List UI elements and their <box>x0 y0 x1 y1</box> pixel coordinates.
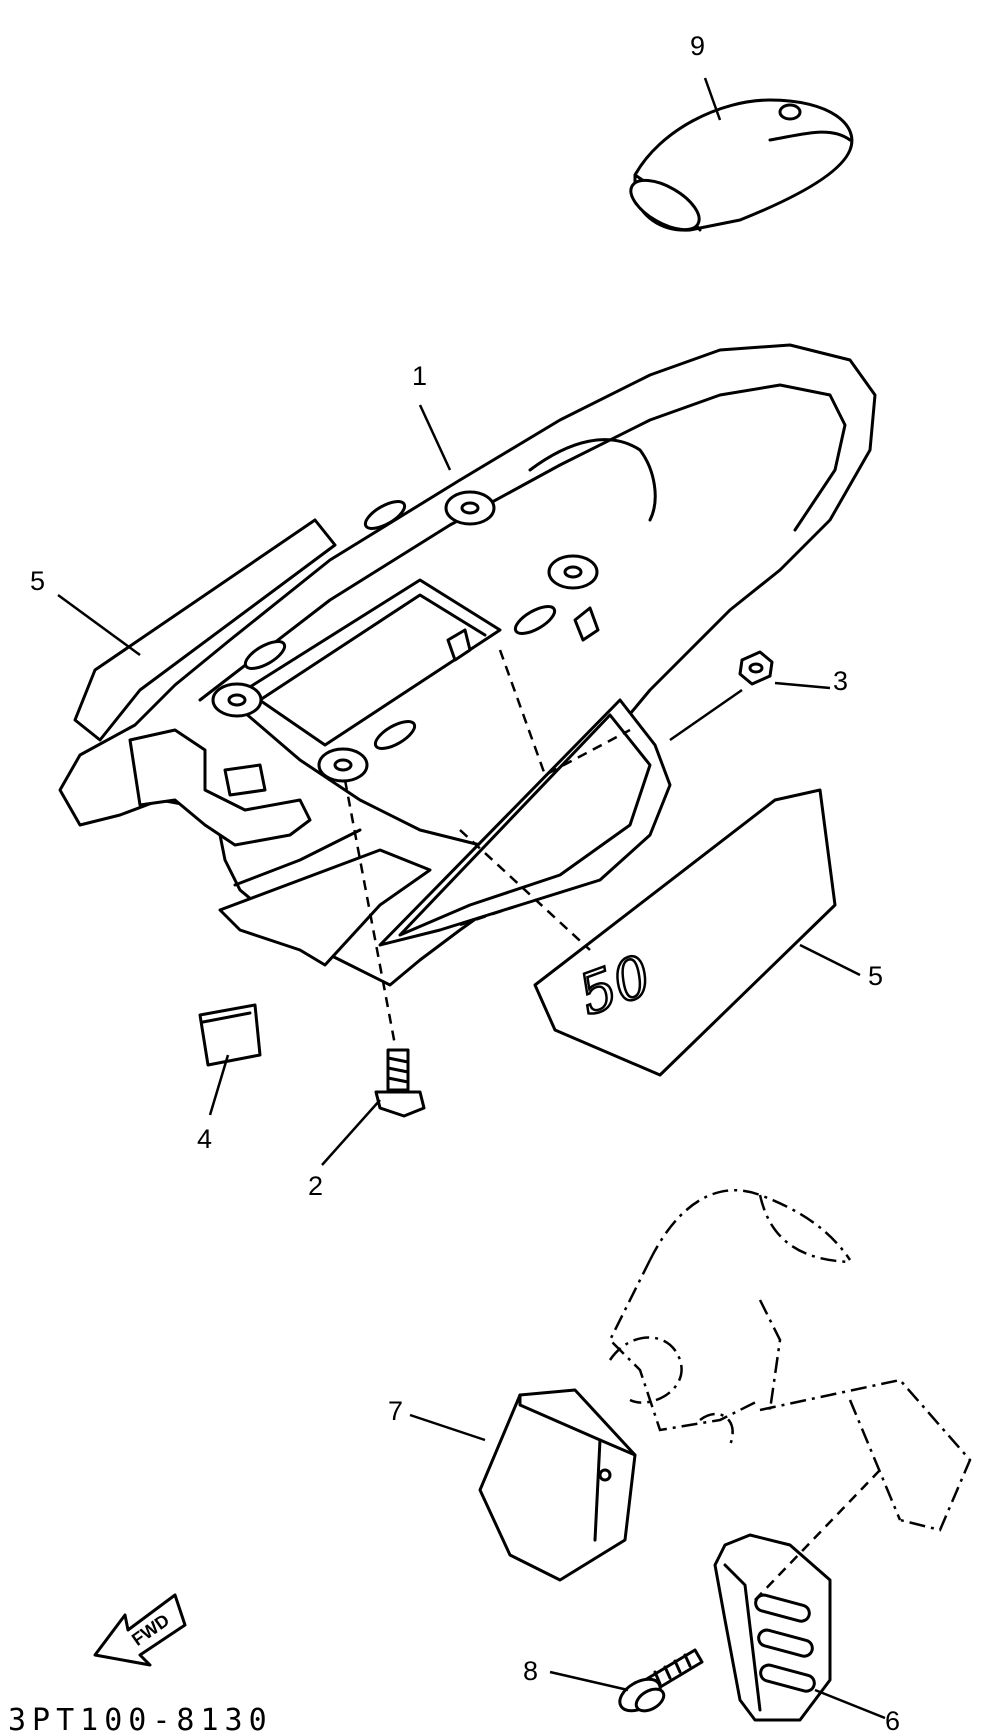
callout-4: 4 <box>197 1124 212 1154</box>
leader-5-left <box>57 593 141 657</box>
callout-5-left: 5 <box>30 566 45 596</box>
assembly-line <box>498 649 631 777</box>
grommet <box>444 490 496 526</box>
leader-3 <box>774 681 831 690</box>
leader-7 <box>409 1413 486 1442</box>
leader-6 <box>814 1688 886 1720</box>
part-5-left-decal <box>73 518 337 742</box>
callout-6: 6 <box>885 1706 900 1735</box>
part-2-bolt <box>374 1048 426 1118</box>
callout-2: 2 <box>308 1171 323 1201</box>
callout-1: 1 <box>412 361 427 391</box>
leader-8 <box>549 1670 629 1692</box>
grommet <box>547 554 599 590</box>
part-code: 3PT100-8130 <box>8 1703 273 1735</box>
part-4-pad <box>198 1003 262 1067</box>
part-8-screw <box>618 1648 704 1713</box>
callout-9: 9 <box>690 31 705 61</box>
leader-4 <box>208 1054 230 1116</box>
leader-1 <box>418 404 452 471</box>
fwd-arrow-icon: FWD <box>93 1593 187 1667</box>
assembly-line <box>754 1469 881 1601</box>
leader-3-link <box>669 688 743 742</box>
part-7-cover <box>478 1388 637 1582</box>
callout-8: 8 <box>523 1656 538 1686</box>
assembly-line <box>459 903 521 927</box>
grommet <box>317 747 369 783</box>
part-9-reflector <box>629 98 854 232</box>
leader-5-right <box>799 943 861 977</box>
assembly-line <box>459 829 591 951</box>
grommet <box>211 682 263 718</box>
part-3-nut <box>738 650 774 686</box>
part-1-rear-fender <box>58 343 877 987</box>
leader-9 <box>703 77 722 121</box>
callout-7: 7 <box>388 1396 403 1426</box>
callout-5-right: 5 <box>868 961 883 991</box>
callout-3: 3 <box>833 666 848 696</box>
part-6-guard <box>713 1533 832 1722</box>
leader-2 <box>321 1099 381 1166</box>
assembly-line <box>343 779 397 1046</box>
frame-reference <box>608 1189 972 1532</box>
part-5-right-decal: 50 <box>533 788 837 1077</box>
